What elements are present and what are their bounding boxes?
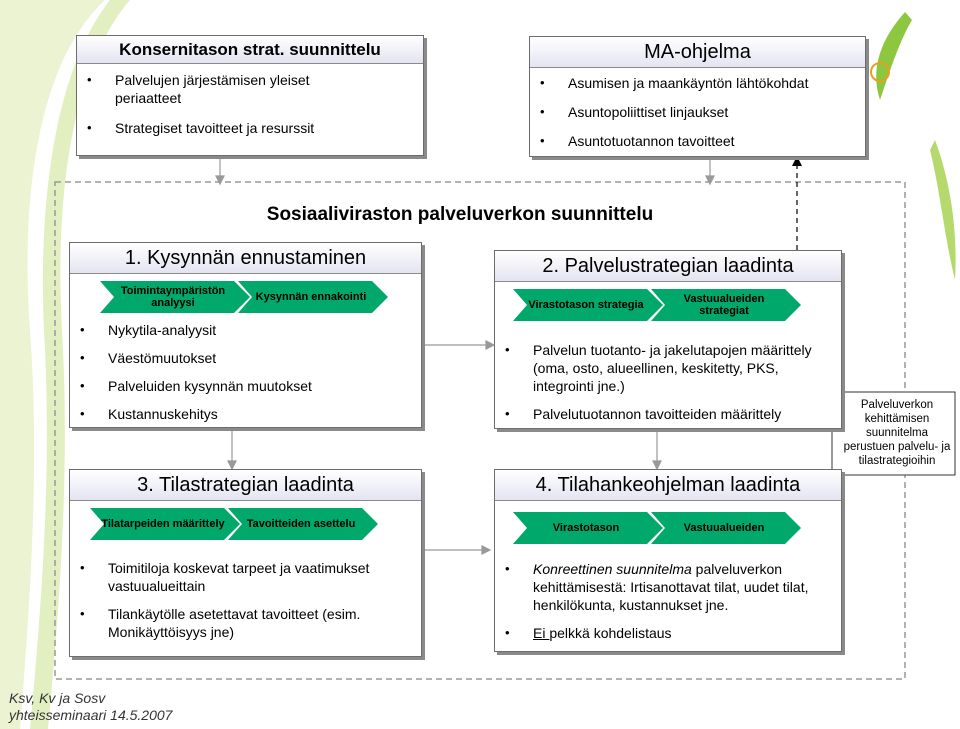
konserni-box: Konsernitason strat. suunnittelu Palvelu… xyxy=(76,35,424,156)
chevron: Toimintaympäristön analyysi xyxy=(100,281,250,313)
item-text: palveluverkon kehittämisestä: Irtisanott… xyxy=(533,561,809,613)
list-item: Asuntotuotannon tavoitteet xyxy=(530,132,865,150)
list-item: Strategiset tavoitteet ja resurssit xyxy=(77,119,377,137)
list-item: Nykytila-analyysit xyxy=(70,321,421,339)
list-item: Väestömuutokset xyxy=(70,349,421,367)
ma-list: Asumisen ja maankäyntön lähtökohdat Asun… xyxy=(530,74,865,150)
list-item: Tilankäytölle asetettavat tavoitteet (es… xyxy=(70,605,401,641)
chevron: Vastuualueiden xyxy=(651,512,801,544)
chevron: Kysynnän ennakointi xyxy=(238,281,388,313)
list-item: Ei pelkkä kohdelistaus xyxy=(495,624,833,642)
box1-list: Nykytila-analyysit Väestömuutokset Palve… xyxy=(70,321,421,423)
chevron: Virastotason xyxy=(513,512,663,544)
box2-title: 2. Palvelustrategian laadinta xyxy=(495,251,841,282)
item-underline: Ei xyxy=(533,625,550,641)
box3-title: 3. Tilastrategian laadinta xyxy=(70,470,421,501)
chevron: Vastuualueiden strategiat xyxy=(651,289,801,321)
item-text: pelkkä kohdelistaus xyxy=(549,625,672,641)
box2-palvelustrategia: 2. Palvelustrategian laadinta Virastotas… xyxy=(494,250,842,429)
list-item: Palvelutuotannon tavoitteiden määrittely xyxy=(495,405,833,423)
box4-list: Konreettinen suunnitelma palveluverkon k… xyxy=(495,560,833,642)
footer-line2: yhteisseminaari 14.5.2007 xyxy=(9,707,173,723)
list-item: Palvelun tuotanto- ja jakelutapojen määr… xyxy=(495,341,833,395)
list-item: Kustannuskehitys xyxy=(70,405,421,423)
list-item: Konreettinen suunnitelma palveluverkon k… xyxy=(495,560,833,614)
list-item: Toimitiloja koskevat tarpeet ja vaatimuk… xyxy=(70,559,401,595)
box3-list: Toimitiloja koskevat tarpeet ja vaatimuk… xyxy=(70,559,401,641)
main-title: Sosiaaliviraston palveluverkon suunnitte… xyxy=(266,204,654,225)
list-item: Palveluiden kysynnän muutokset xyxy=(70,377,421,395)
chevron: Tilatarpeiden määrittely xyxy=(90,508,240,540)
ma-box: MA-ohjelma Asumisen ja maankäyntön lähtö… xyxy=(529,36,866,157)
list-item: Asumisen ja maankäyntön lähtökohdat xyxy=(530,74,865,92)
box4-title: 4. Tilahankeohjelman laadinta xyxy=(495,470,841,501)
box3-tilastrategia: 3. Tilastrategian laadinta Tilatarpeiden… xyxy=(69,469,422,657)
box1-kysynta: 1. Kysynnän ennustaminen Toimintaympäris… xyxy=(69,242,422,428)
konserni-list: Palvelujen järjestämisen yleiset periaat… xyxy=(77,71,377,137)
box1-title: 1. Kysynnän ennustaminen xyxy=(70,243,421,274)
box2-list: Palvelun tuotanto- ja jakelutapojen määr… xyxy=(495,341,833,423)
list-item: Asuntopoliittiset linjaukset xyxy=(530,103,865,121)
callout-note: Palveluverkon kehittämisen suunnitelma p… xyxy=(843,399,951,467)
box4-tilahankeohjelma: 4. Tilahankeohjelman laadinta Virastotas… xyxy=(494,469,842,652)
item-emphasis: Konreettinen suunnitelma xyxy=(533,561,692,577)
chevron: Virastotason strategia xyxy=(513,289,663,321)
ma-title: MA-ohjelma xyxy=(530,37,865,68)
footer: Ksv, Kv ja Sosv yhteisseminaari 14.5.200… xyxy=(9,690,172,724)
chevron: Tavoitteiden asettelu xyxy=(228,508,378,540)
footer-line1: Ksv, Kv ja Sosv xyxy=(9,690,106,706)
konserni-title: Konsernitason strat. suunnittelu xyxy=(77,36,423,64)
list-item: Palvelujen järjestämisen yleiset periaat… xyxy=(77,71,377,107)
